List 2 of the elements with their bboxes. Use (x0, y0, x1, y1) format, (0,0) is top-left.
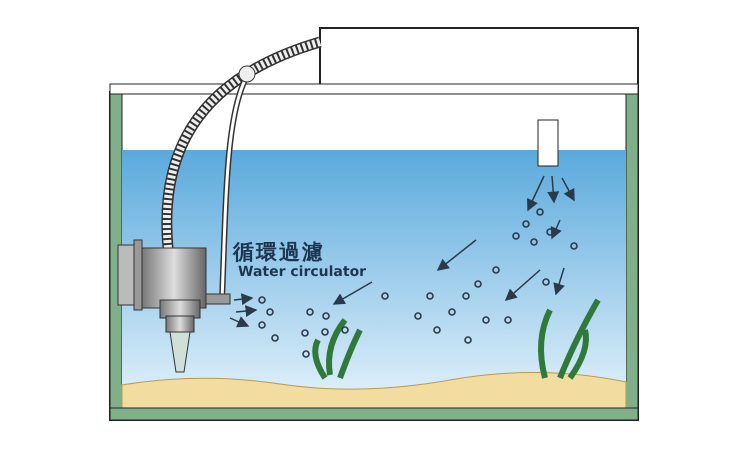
chinese-caption: 循環過濾 (233, 239, 325, 265)
english-caption: Water circulator (238, 264, 366, 280)
